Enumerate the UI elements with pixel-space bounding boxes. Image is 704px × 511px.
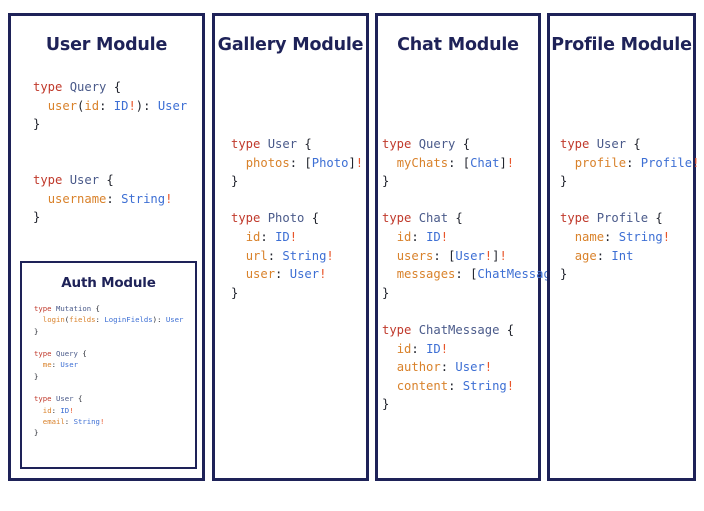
schema-code-chat-module: type Query { myChats: [Chat]! } type Cha… [382,137,573,412]
schema-code-profile-module: type User { profile: Profile! } type Pro… [560,137,700,282]
schema-code-auth-module: type Mutation { login(fields: LoginField… [34,304,184,438]
card-title-user-module: User Module [45,35,168,55]
card-profile-module[interactable]: Profile Module type User { profile: Prof… [547,13,700,481]
schema-code-gallery-module: type User { photos: [Photo]! } type Phot… [231,137,364,300]
card-title-profile-module: Profile Module [551,35,692,55]
card-title-auth-module: Auth Module [61,275,156,291]
card-chat-module[interactable]: Chat Module type Query { myChats: [Chat]… [375,13,573,481]
schema-code-user-module: type Query { user(id: ID!): User } type … [33,80,188,225]
card-user-module[interactable]: User Module type Query { user(id: ID!): … [8,13,205,481]
card-gallery-module[interactable]: Gallery Module type User { photos: [Phot… [212,13,369,481]
card-title-gallery-module: Gallery Module [217,35,364,55]
card-auth-module[interactable]: Auth Module type Mutation { login(fields… [20,261,197,469]
card-title-chat-module: Chat Module [397,35,519,55]
